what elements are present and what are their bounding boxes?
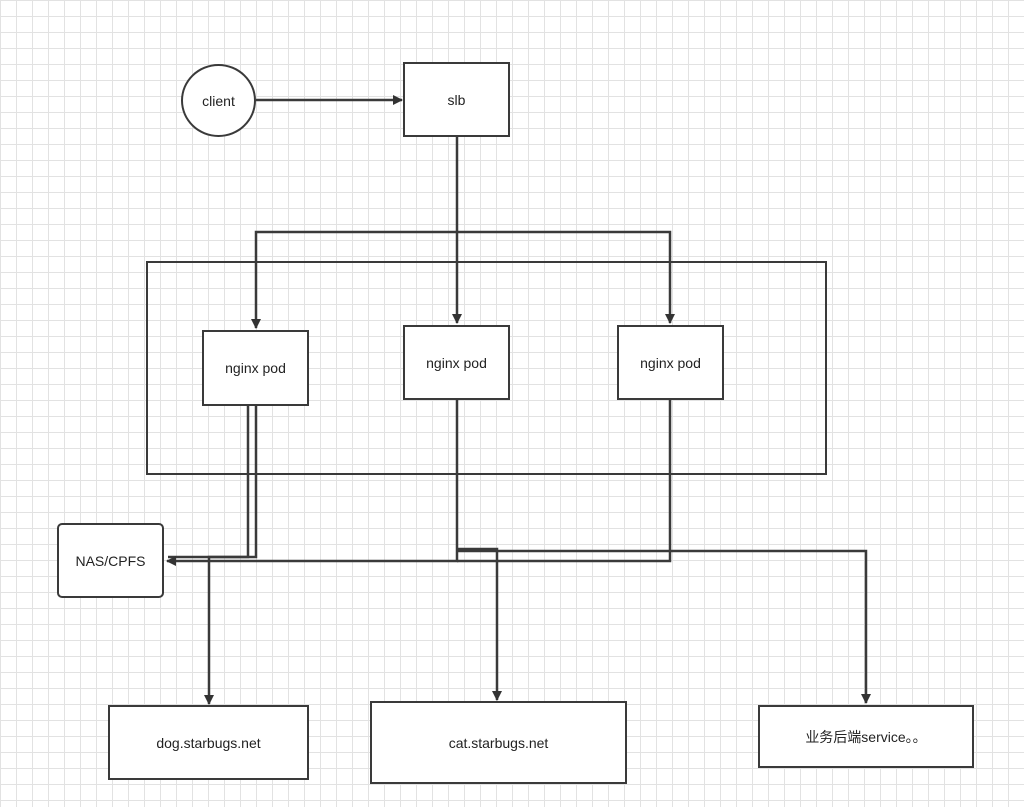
pod-group-container	[146, 261, 827, 475]
nginx-pod-node-3: nginx pod	[617, 325, 724, 400]
client-node: client	[181, 64, 256, 137]
nginx-pod-node-1: nginx pod	[202, 330, 309, 406]
dog-starbugs-node: dog.starbugs.net	[108, 705, 309, 780]
edge-slb-pod1	[251, 230, 457, 329]
nas-cpfs-node: NAS/CPFS	[57, 523, 164, 598]
edge-pod3-nas	[457, 400, 672, 563]
nginx-pod-node-2: nginx pod	[403, 325, 510, 400]
edge-slb-pod3	[457, 230, 675, 324]
edge-pod2-cat	[457, 547, 502, 701]
backend-service-node: 业务后端service。。	[758, 705, 974, 768]
slb-node: slb	[403, 62, 510, 137]
edge-pod1-dog	[204, 406, 258, 705]
cat-starbugs-node: cat.starbugs.net	[370, 701, 627, 784]
edge-pod2-backend	[457, 549, 871, 704]
